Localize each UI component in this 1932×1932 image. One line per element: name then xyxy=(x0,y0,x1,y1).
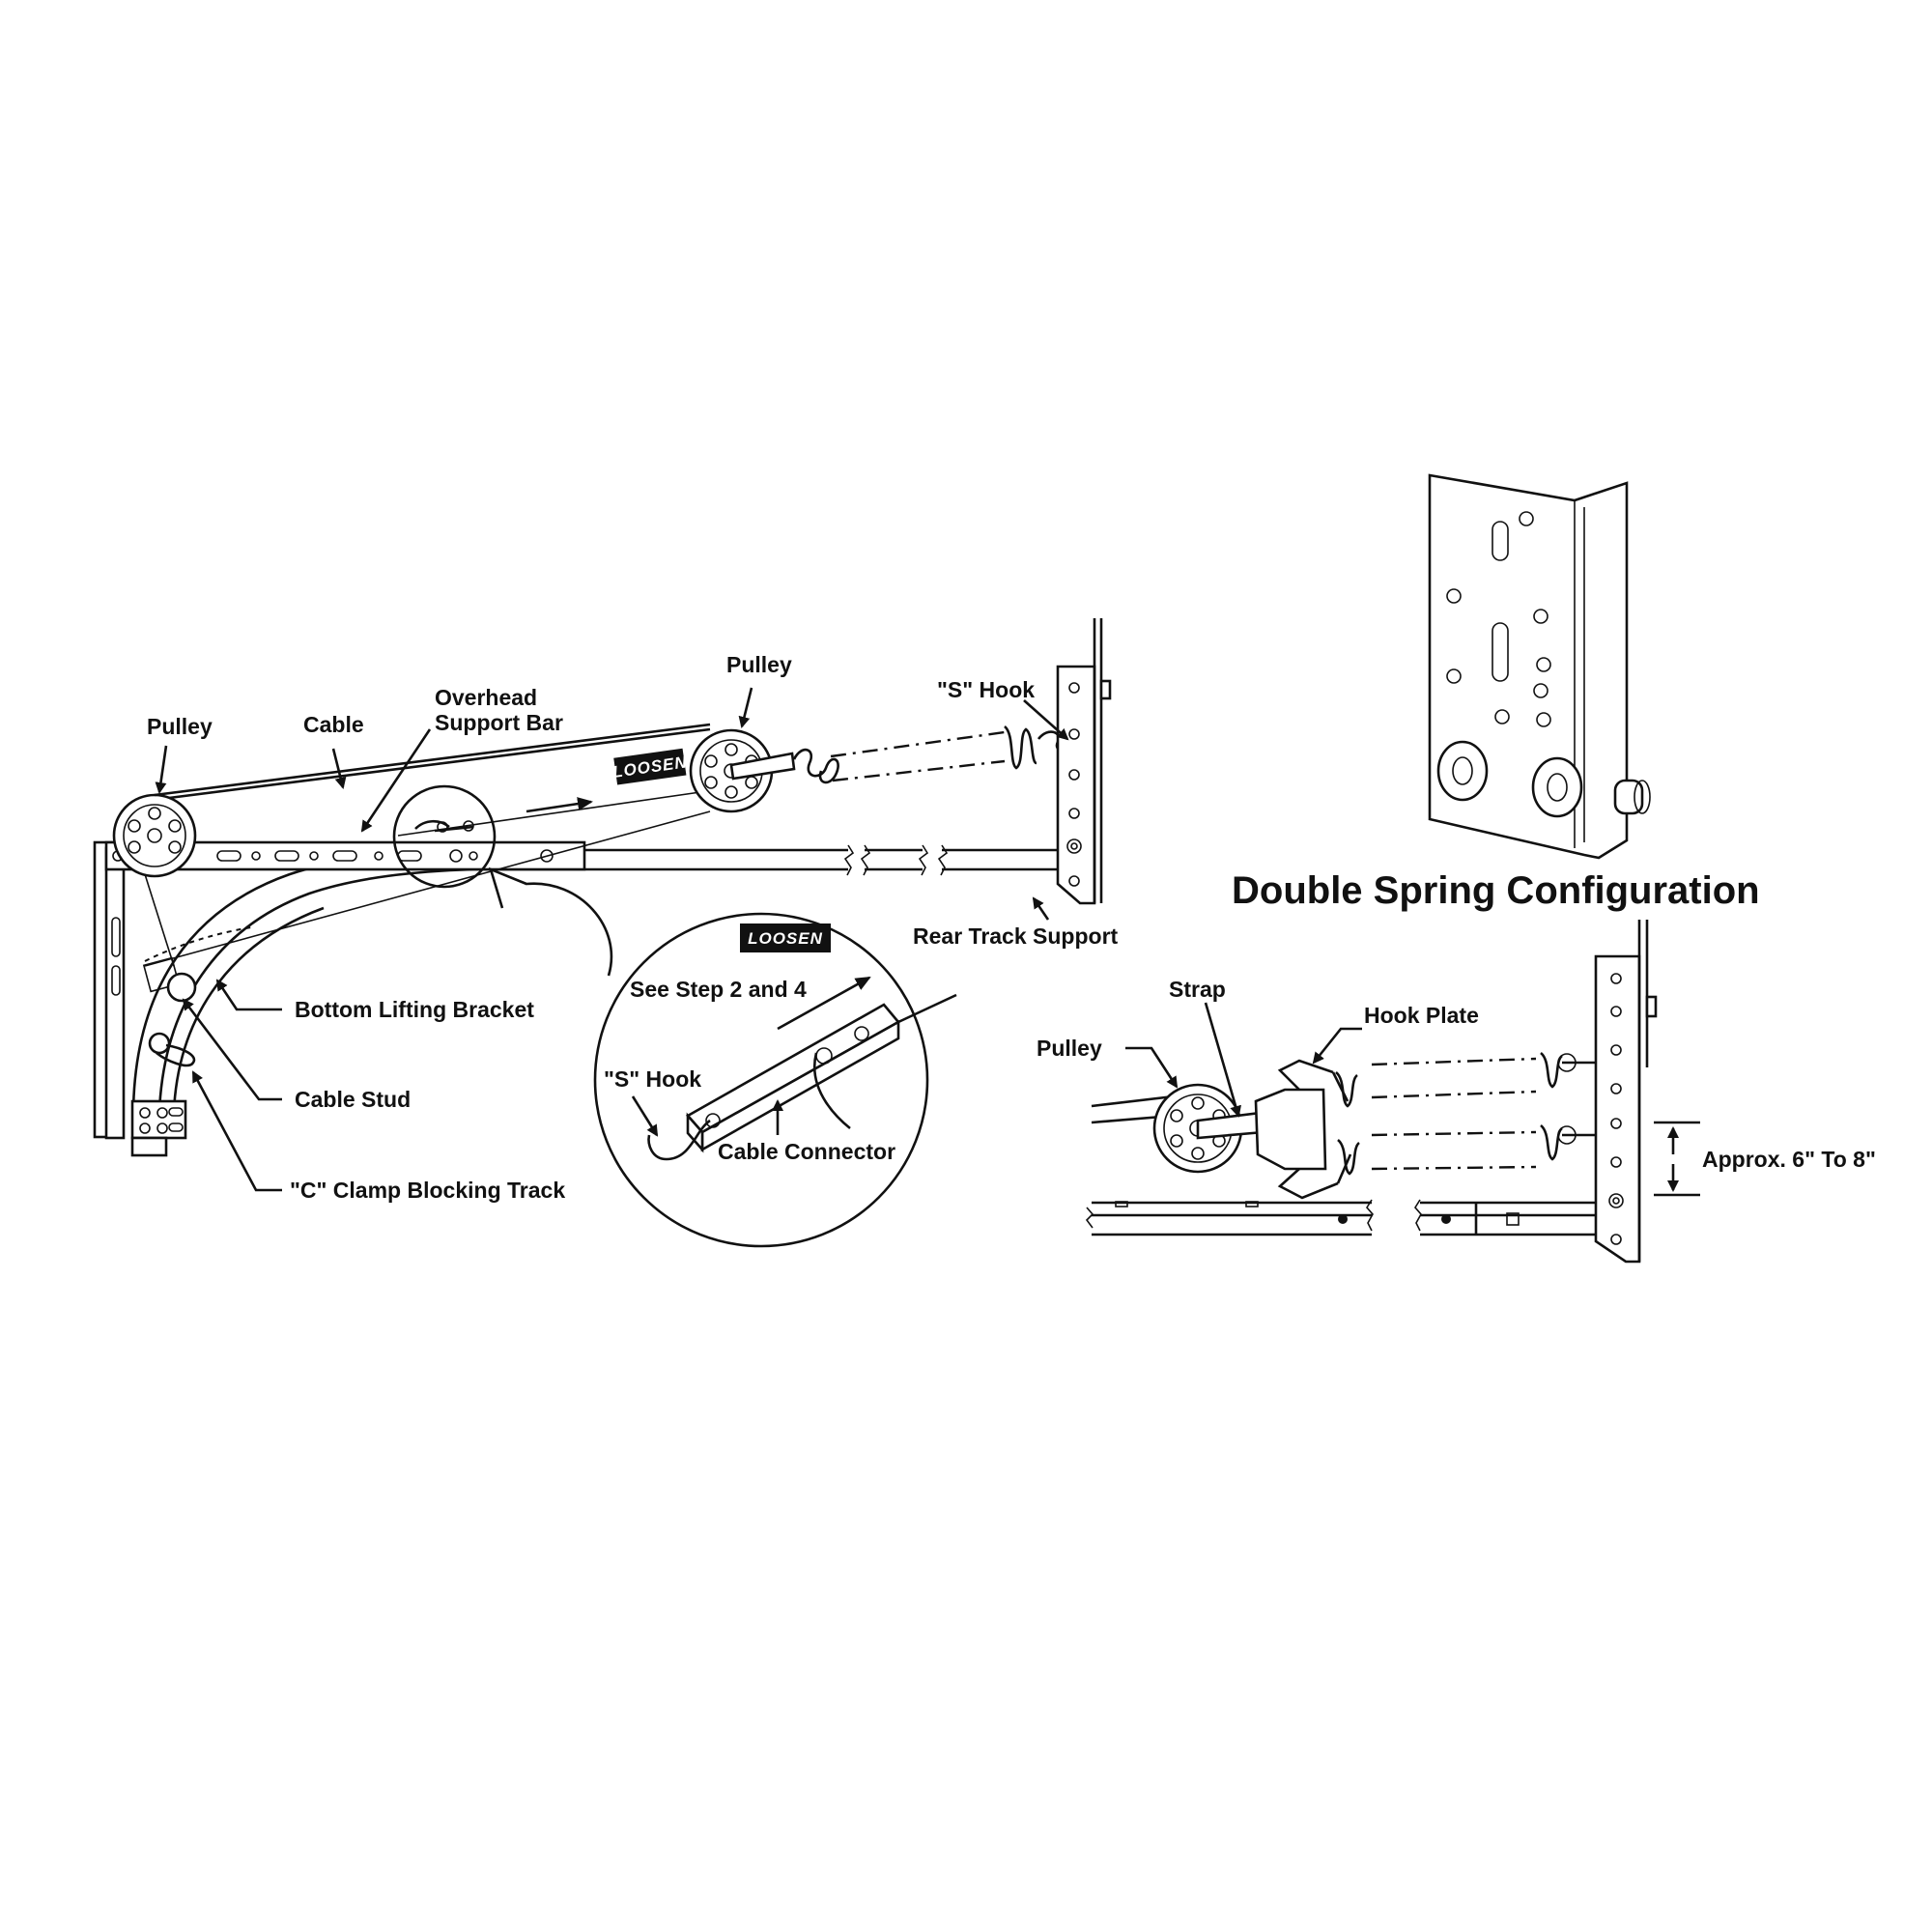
extension-spring xyxy=(830,724,1037,782)
label-cable: Cable xyxy=(303,712,364,737)
cable xyxy=(144,723,711,967)
front-vertical-track xyxy=(93,840,126,1140)
label-ds-pulley: Pulley xyxy=(1037,1036,1102,1061)
label-overhead-support-bar: Overhead Support Bar xyxy=(435,685,563,735)
magnified-area-circle xyxy=(392,784,497,889)
ds-dimension xyxy=(1654,1121,1700,1197)
double-spring-diagram: Pulley Strap Hook Plate Approx. 6" To 8" xyxy=(1037,920,1876,1264)
label-cable-stud: Cable Stud xyxy=(295,1087,411,1112)
label-c-clamp: "C" Clamp Blocking Track xyxy=(290,1178,565,1203)
main-diagram: LOOSEN xyxy=(93,618,1119,1203)
label-bottom-lifting-bracket: Bottom Lifting Bracket xyxy=(295,997,534,1022)
label-ds-strap: Strap xyxy=(1169,977,1226,1002)
inset-loosen-tag xyxy=(740,923,831,952)
ds-springs xyxy=(1335,1051,1604,1176)
label-see-step: See Step 2 and 4 xyxy=(630,977,807,1002)
inset-loosen-tag-text: LOOSEN xyxy=(748,929,823,948)
label-rear-track-support: Rear Track Support xyxy=(913,923,1119,949)
ds-rear-support xyxy=(1594,920,1658,1264)
ds-hook-plate xyxy=(1254,1059,1352,1200)
label-s-hook-inset: "S" Hook xyxy=(604,1066,701,1092)
inset-detail: LOOSEN See Step 2 and 4 "S" Hook Cable C… xyxy=(593,912,957,1248)
loosen-tag: LOOSEN xyxy=(611,748,689,785)
right-pulley xyxy=(689,728,839,813)
left-pulley xyxy=(112,793,197,878)
cable-stud xyxy=(148,1032,196,1067)
bottom-lifting-bracket xyxy=(142,926,252,1003)
rear-track-support xyxy=(1056,618,1112,905)
motion-arrow xyxy=(526,797,593,813)
inset-callout-line xyxy=(488,867,613,977)
c-clamp xyxy=(130,1099,187,1157)
track-pieces xyxy=(1085,1199,1618,1236)
leader-lines xyxy=(155,687,1069,1192)
label-s-hook-rear: "S" Hook xyxy=(937,677,1035,702)
label-pulley-left: Pulley xyxy=(147,714,213,739)
double-spring-bracket xyxy=(1428,473,1651,860)
label-cable-connector: Cable Connector xyxy=(718,1139,895,1164)
s-hook-detail xyxy=(647,1119,711,1161)
label-ds-hook-plate: Hook Plate xyxy=(1364,1003,1479,1028)
cable-connector xyxy=(685,993,957,1153)
double-spring-title: Double Spring Configuration xyxy=(1232,869,1760,912)
label-ds-spacing: Approx. 6" To 8" xyxy=(1702,1147,1876,1172)
label-pulley-right: Pulley xyxy=(726,652,792,677)
